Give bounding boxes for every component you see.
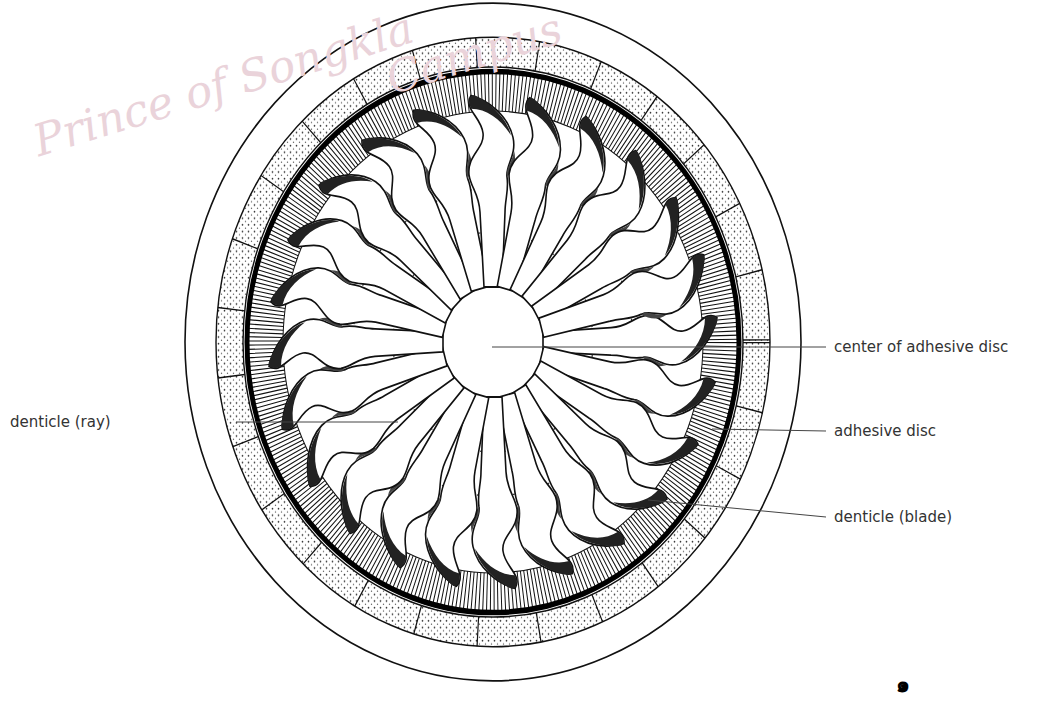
page-number: ๑ <box>896 667 910 702</box>
leader-lines <box>236 347 826 517</box>
part-label: denticle (blade) <box>834 508 952 526</box>
part-label: denticle (ray) <box>10 413 111 431</box>
part-label: adhesive disc <box>834 422 936 440</box>
part-label: center of adhesive disc <box>834 338 1008 356</box>
